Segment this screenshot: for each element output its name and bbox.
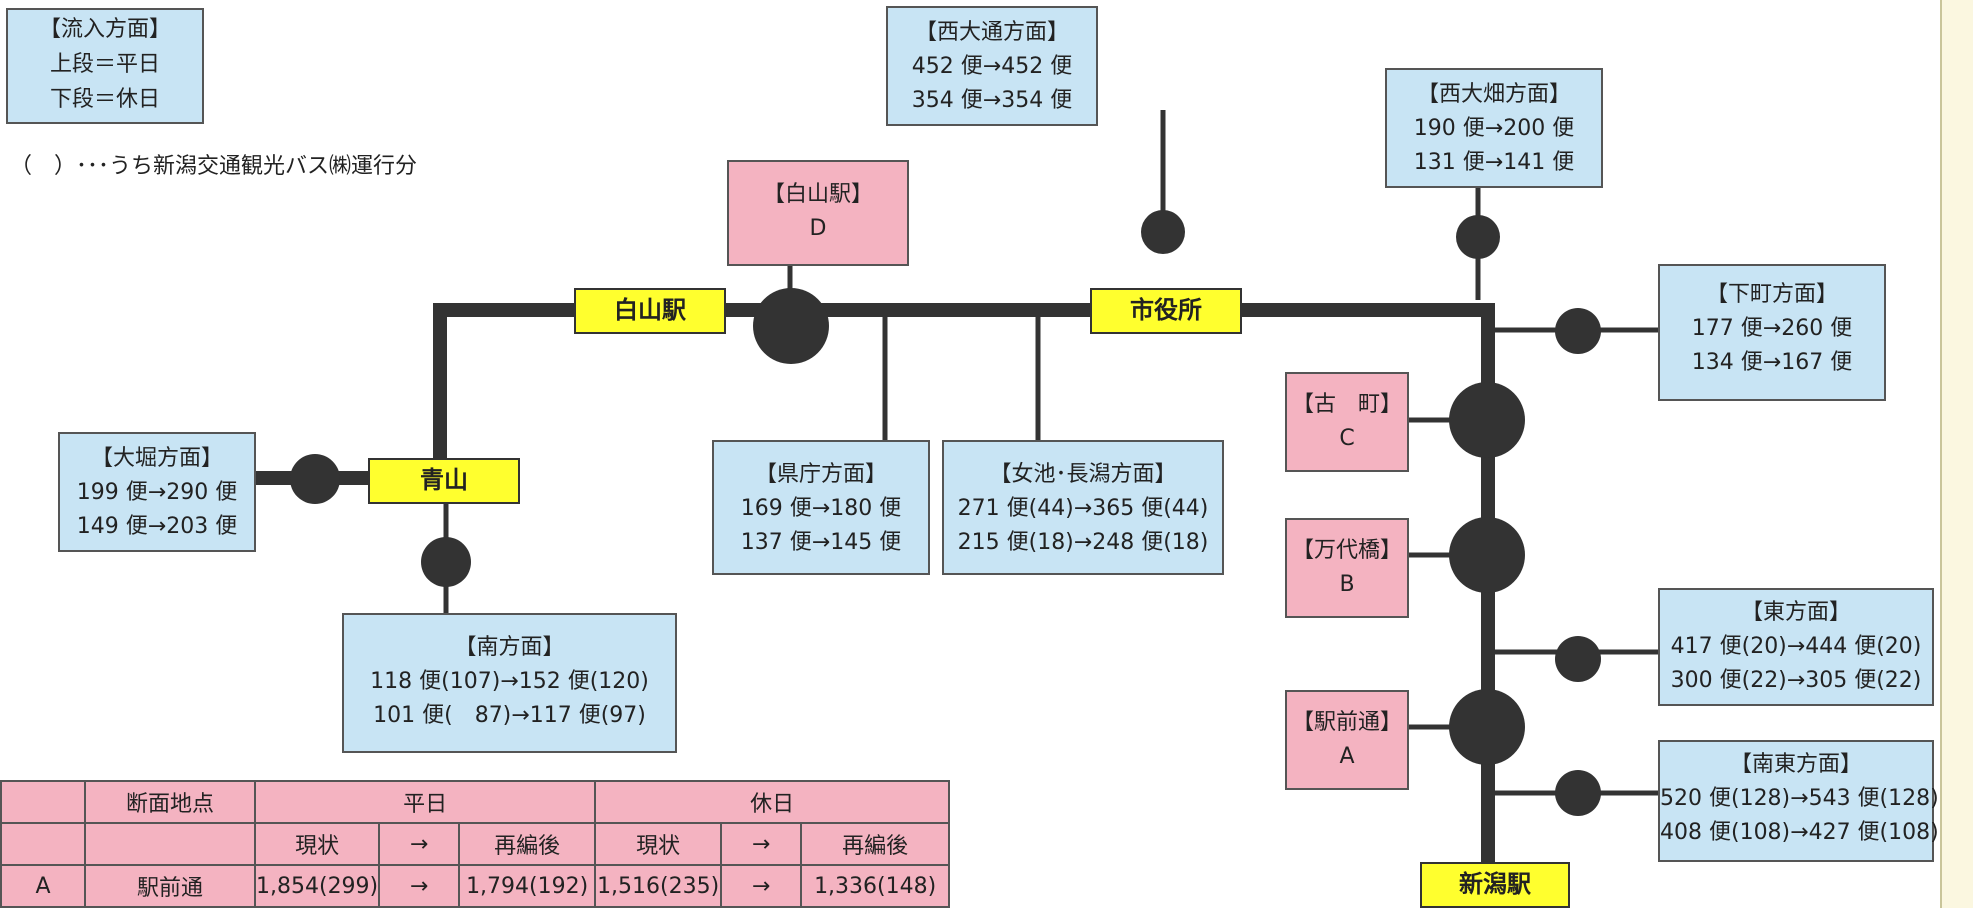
direction-nanto-name: 【南東方面】 (1729, 752, 1862, 777)
direction-nishiohata-holiday: 131 便→141 便 (1413, 150, 1575, 175)
stop-niigata: 新潟駅 (1420, 862, 1570, 908)
legend-box: 【流入方面】 上段＝平日 下段＝休日 (6, 8, 204, 124)
point-a-box: 【駅前通】 A (1285, 690, 1409, 790)
table-subheader-hd-current: 現状 (594, 822, 723, 866)
legend-lower: 下段＝休日 (49, 87, 160, 112)
direction-higashi-holiday: 300 便(22)→305 便(22) (1670, 668, 1922, 693)
table-header-weekday: 平日 (253, 780, 597, 824)
direction-shimomachi-weekday: 177 便→260 便 (1691, 316, 1853, 341)
direction-nanto: 【南東方面】 520 便(128)→543 便(128) 408 便(108)→… (1658, 740, 1939, 862)
section-summary-table: 断面地点 平日 休日 現状 → 再編後 現状 → 再編後 A 駅前通 1,854… (0, 780, 951, 908)
node-ohori (290, 454, 340, 504)
direction-kencho-holiday: 137 便→145 便 (740, 530, 902, 555)
point-d-name: 【白山駅】 (762, 182, 873, 207)
direction-kencho-name: 【県庁方面】 (754, 462, 887, 487)
direction-shimomachi-name: 【下町方面】 (1705, 282, 1838, 307)
table-header-holiday: 休日 (594, 780, 951, 824)
point-a-name: 【駅前通】 (1291, 710, 1402, 735)
node-point-c (1449, 382, 1525, 458)
page-edge-stripe (1940, 0, 1973, 908)
direction-kencho-weekday: 169 便→180 便 (740, 496, 902, 521)
stop-hakusan: 白山駅 (574, 288, 726, 334)
direction-minami-name: 【南方面】 (454, 635, 565, 660)
direction-meike-name: 【女池･長潟方面】 (989, 462, 1177, 487)
direction-ohori-weekday: 199 便→290 便 (76, 480, 238, 505)
point-c-box: 【古 町】 C (1285, 372, 1409, 472)
point-d-box: 【白山駅】 D (727, 160, 909, 266)
direction-ohori: 【大堀方面】 199 便→290 便 149 便→203 便 (58, 432, 256, 552)
point-b-code: B (1339, 572, 1355, 597)
stop-shiyakusho: 市役所 (1090, 288, 1242, 334)
legend-title: 【流入方面】 (38, 17, 171, 42)
direction-higashi: 【東方面】 417 便(20)→444 便(20) 300 便(22)→305 … (1658, 588, 1934, 706)
node-point-a (1449, 689, 1525, 765)
direction-meike-holiday: 215 便(18)→248 便(18) (957, 530, 1209, 555)
table-header-code (0, 780, 86, 824)
point-d-code: D (809, 216, 827, 241)
direction-meike: 【女池･長潟方面】 271 便(44)→365 便(44) 215 便(18)→… (942, 440, 1224, 575)
direction-nishiohata-weekday: 190 便→200 便 (1413, 116, 1575, 141)
direction-ohori-holiday: 149 便→203 便 (76, 514, 238, 539)
table-row: A 駅前通 1,854(299) → 1,794(192) 1,516(235)… (0, 864, 951, 908)
table-subheader-wd-after: 再編後 (458, 822, 597, 866)
table-cell-name: 駅前通 (84, 864, 256, 908)
node-higashi (1555, 636, 1601, 682)
direction-nanto-weekday: 520 便(128)→543 便(128) (1660, 786, 1939, 811)
direction-nishiodori-weekday: 452 便→452 便 (911, 54, 1073, 79)
direction-minami-weekday: 118 便(107)→152 便(120) (370, 669, 649, 694)
direction-ohori-name: 【大堀方面】 (90, 446, 223, 471)
table-cell-hd-current: 1,516(235) (594, 864, 723, 908)
legend-note: （ ）･･･うち新潟交通観光バス㈱運行分 (10, 154, 418, 179)
direction-higashi-name: 【東方面】 (1740, 600, 1851, 625)
direction-higashi-weekday: 417 便(20)→444 便(20) (1670, 634, 1922, 659)
direction-nishiodori-holiday: 354 便→354 便 (911, 88, 1073, 113)
direction-nanto-holiday: 408 便(108)→427 便(108) (1660, 820, 1939, 845)
table-cell-hd-arrow: → (720, 864, 803, 908)
table-subheader-hd-after: 再編後 (800, 822, 951, 866)
point-a-code: A (1339, 744, 1355, 769)
node-nishiohata (1456, 215, 1500, 259)
direction-nishiodori-name: 【西大通方面】 (914, 20, 1069, 45)
table-subheader-hd-arrow: → (720, 822, 803, 866)
table-header-point: 断面地点 (84, 780, 256, 824)
table-header-row-2: 現状 → 再編後 現状 → 再編後 (0, 822, 951, 866)
direction-minami: 【南方面】 118 便(107)→152 便(120) 101 便( 87)→1… (342, 613, 677, 753)
direction-meike-weekday: 271 便(44)→365 便(44) (957, 496, 1209, 521)
node-nishiodori (1141, 210, 1185, 254)
node-minami (421, 537, 471, 587)
table-subheader-empty-1 (0, 822, 86, 866)
point-b-name: 【万代橋】 (1291, 538, 1402, 563)
stop-aoyama: 青山 (368, 458, 520, 504)
table-cell-hd-after: 1,336(148) (800, 864, 951, 908)
node-nanto (1555, 770, 1601, 816)
table-subheader-wd-current: 現状 (253, 822, 381, 866)
table-subheader-wd-arrow: → (378, 822, 461, 866)
direction-nishiohata-name: 【西大畑方面】 (1416, 82, 1571, 107)
direction-kencho: 【県庁方面】 169 便→180 便 137 便→145 便 (712, 440, 930, 575)
point-b-box: 【万代橋】 B (1285, 518, 1409, 618)
table-cell-wd-current: 1,854(299) (253, 864, 381, 908)
table-subheader-empty-2 (84, 822, 256, 866)
table-cell-wd-after: 1,794(192) (458, 864, 597, 908)
table-header-row-1: 断面地点 平日 休日 (0, 780, 951, 824)
table-cell-code: A (0, 864, 86, 908)
legend-upper: 上段＝平日 (49, 52, 160, 77)
direction-shimomachi: 【下町方面】 177 便→260 便 134 便→167 便 (1658, 264, 1886, 401)
direction-nishiodori: 【西大通方面】 452 便→452 便 354 便→354 便 (886, 6, 1098, 126)
direction-nishiohata: 【西大畑方面】 190 便→200 便 131 便→141 便 (1385, 68, 1603, 188)
direction-minami-holiday: 101 便( 87)→117 便(97) (373, 703, 646, 728)
table-cell-wd-arrow: → (378, 864, 461, 908)
direction-shimomachi-holiday: 134 便→167 便 (1691, 350, 1853, 375)
point-c-name: 【古 町】 (1291, 392, 1402, 417)
node-point-d (753, 288, 829, 364)
point-c-code: C (1339, 426, 1355, 451)
node-shimomachi (1555, 308, 1601, 354)
node-point-b (1449, 517, 1525, 593)
